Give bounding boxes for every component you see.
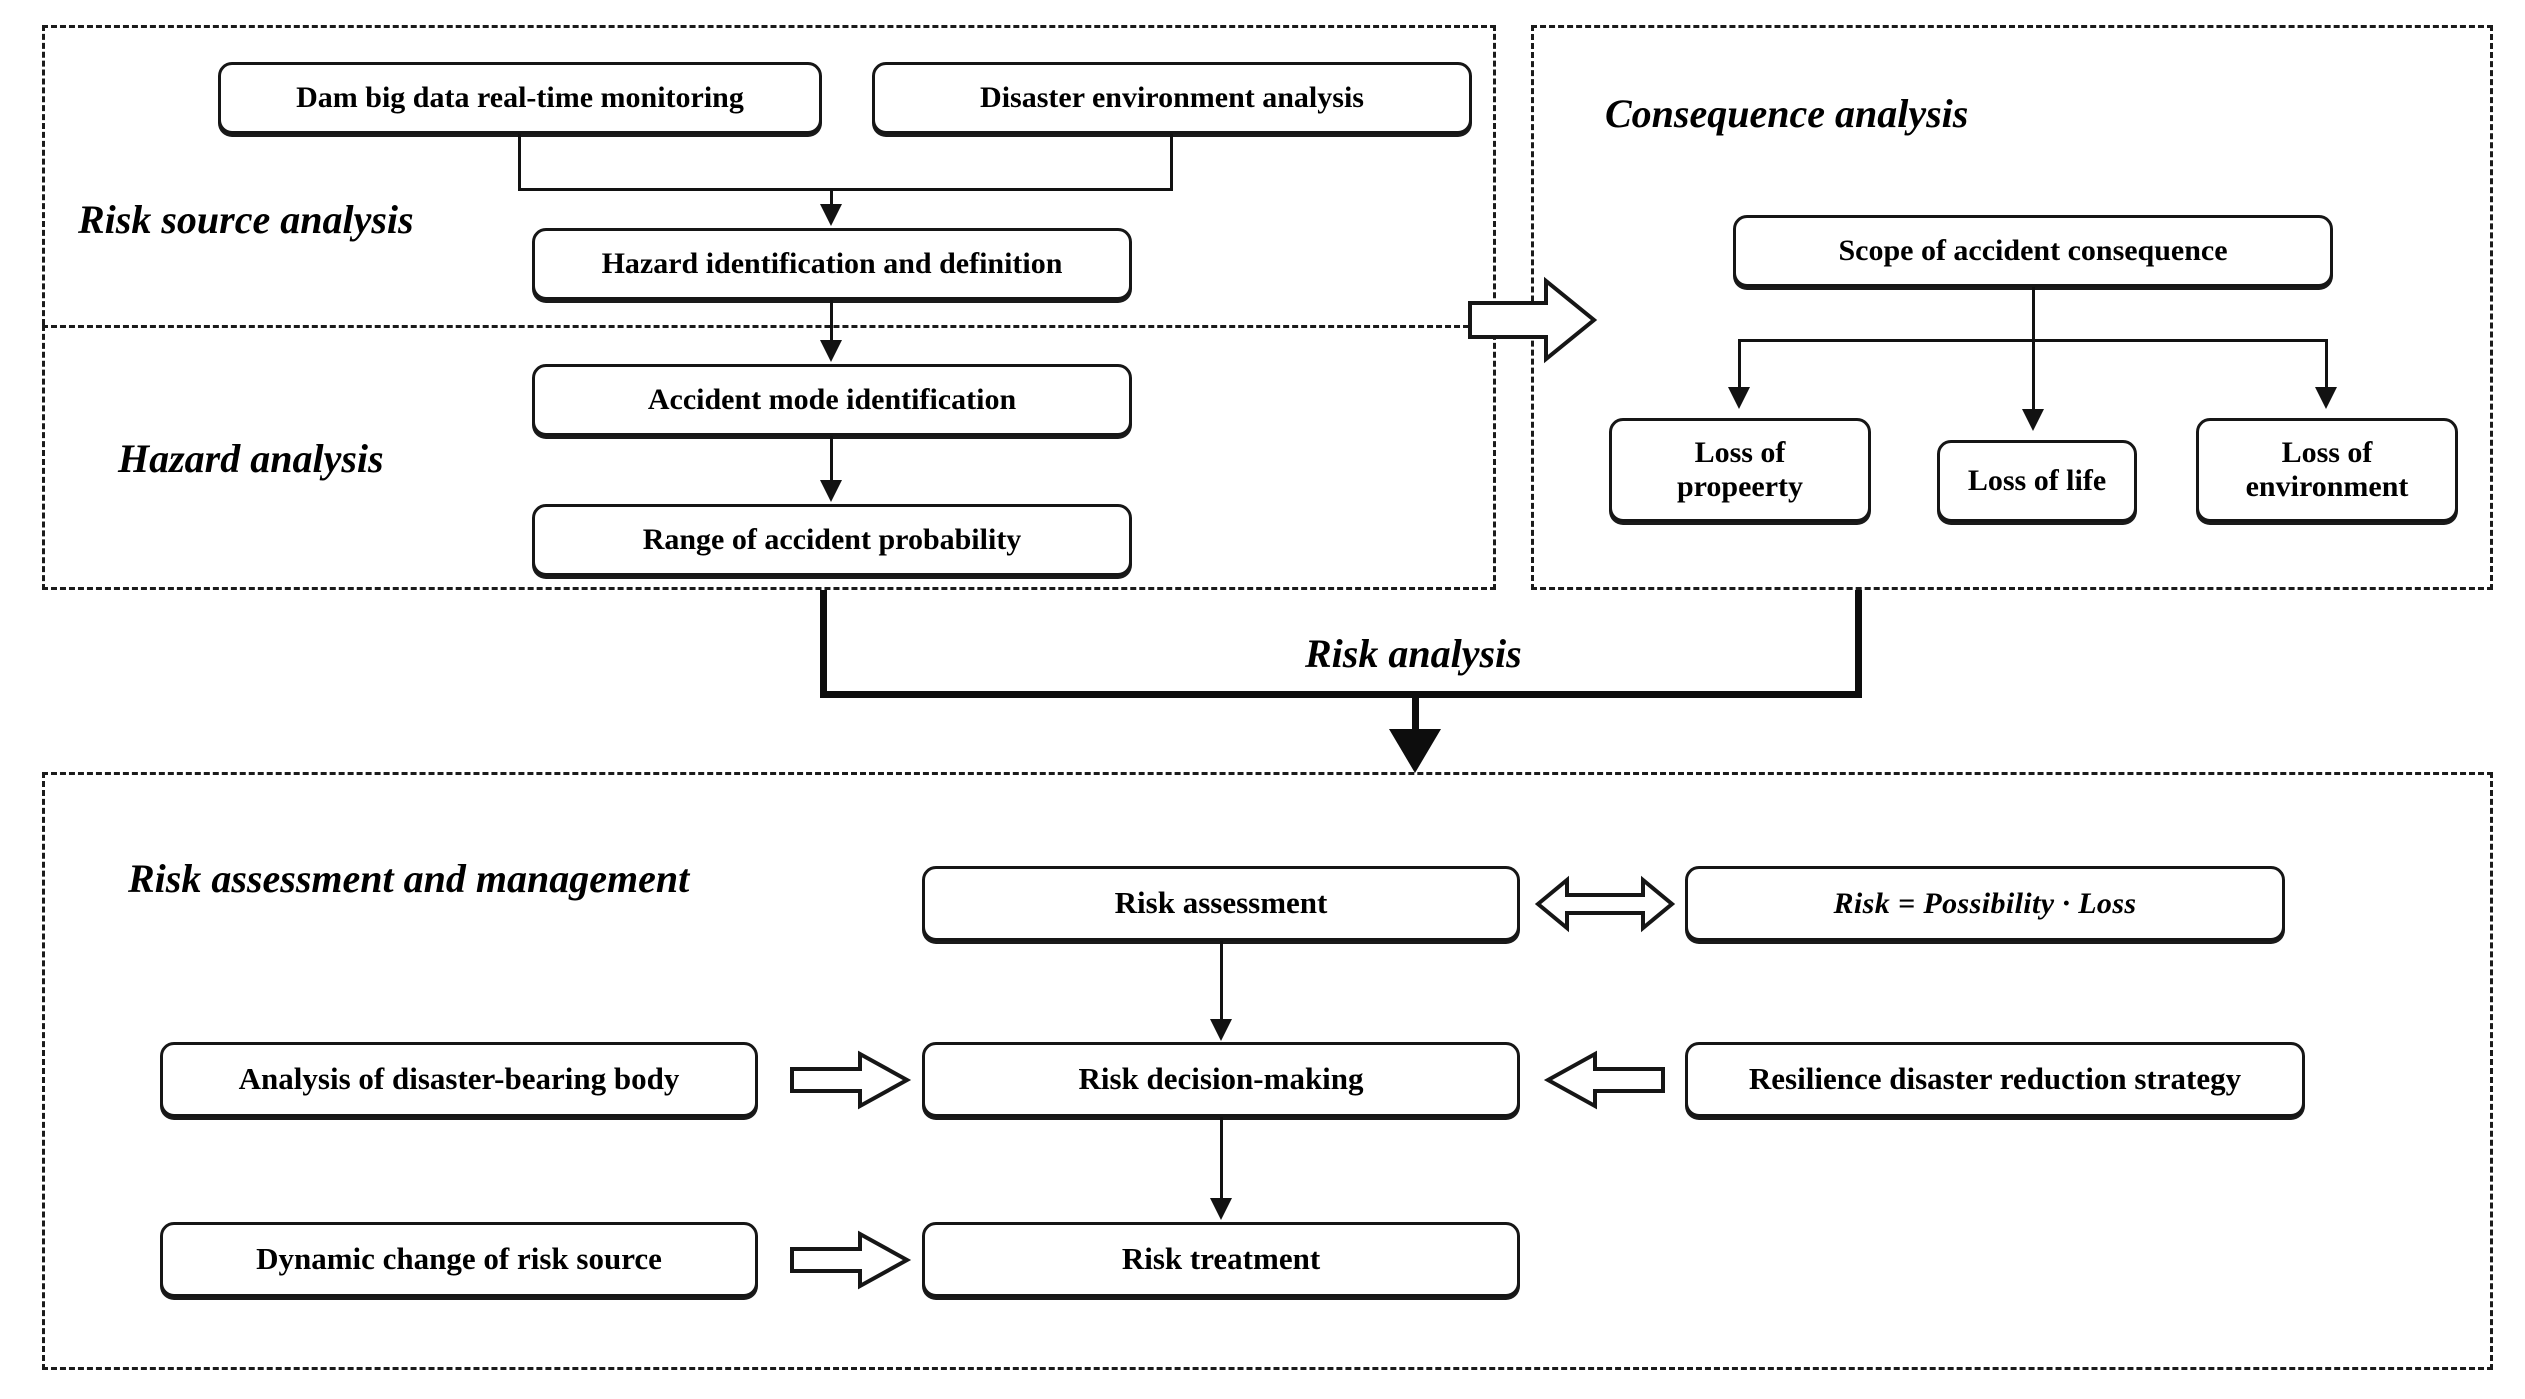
connector-line bbox=[830, 300, 833, 340]
node-label: Scope of accident consequence bbox=[1838, 234, 2228, 268]
node-label: Risk assessment bbox=[1114, 885, 1328, 921]
node-label: Risk decision-making bbox=[1078, 1061, 1364, 1097]
arrow-head-down-icon bbox=[1210, 1198, 1232, 1220]
connector-line bbox=[2325, 339, 2328, 387]
block-arrow-right-bearing-to-decision-icon bbox=[790, 1050, 912, 1110]
node-label: Loss of life bbox=[1967, 464, 2107, 498]
connector-line bbox=[1738, 339, 1741, 387]
node-risk-treatment[interactable]: Risk treatment bbox=[922, 1222, 1520, 1297]
arrow-head-down-icon bbox=[2022, 409, 2044, 431]
connector-line bbox=[2032, 287, 2035, 341]
arrow-head-down-icon bbox=[1728, 387, 1750, 409]
connector-line bbox=[1220, 1117, 1223, 1199]
node-label-line2: environment bbox=[2245, 470, 2409, 503]
node-dynamic-change-of-risk-source[interactable]: Dynamic change of risk source bbox=[160, 1222, 758, 1297]
caption-risk-analysis: Risk analysis bbox=[1305, 631, 1522, 676]
node-range-accident-probability[interactable]: Range of accident probability bbox=[532, 504, 1132, 576]
caption-risk-source-analysis: Risk source analysis bbox=[78, 197, 414, 242]
node-label-line1: Loss of bbox=[1694, 436, 1786, 470]
arrow-head-down-icon bbox=[820, 480, 842, 502]
connector-line-thick bbox=[1412, 691, 1419, 731]
node-label-line2: propeerty bbox=[1676, 470, 1804, 503]
block-arrow-right-dynamic-to-treatment-icon bbox=[790, 1230, 912, 1290]
connector-line-thick bbox=[1855, 590, 1862, 698]
block-arrow-double-assessment-formula-icon bbox=[1534, 875, 1676, 933]
node-risk-assessment[interactable]: Risk assessment bbox=[922, 866, 1520, 941]
arrow-head-down-icon bbox=[2315, 387, 2337, 409]
node-loss-of-life[interactable]: Loss of life bbox=[1937, 440, 2137, 522]
node-analysis-disaster-bearing-body[interactable]: Analysis of disaster-bearing body bbox=[160, 1042, 758, 1117]
connector-line-thick bbox=[820, 590, 827, 698]
connector-line bbox=[518, 134, 521, 190]
connector-line bbox=[2032, 339, 2035, 409]
connector-line bbox=[1170, 134, 1173, 190]
node-label: Disaster environment analysis bbox=[980, 81, 1364, 115]
arrow-head-down-thick-icon bbox=[1389, 729, 1441, 773]
node-label: Analysis of disaster-bearing body bbox=[238, 1061, 680, 1097]
node-disaster-environment-analysis[interactable]: Disaster environment analysis bbox=[872, 62, 1472, 134]
caption-hazard-analysis: Hazard analysis bbox=[118, 436, 384, 481]
node-label: Hazard identification and definition bbox=[601, 247, 1063, 281]
connector-line bbox=[518, 188, 1173, 191]
arrow-head-down-icon bbox=[1210, 1019, 1232, 1041]
panel-risk-assessment-management bbox=[42, 772, 2493, 1370]
node-label: Dam big data real-time monitoring bbox=[296, 81, 744, 115]
node-hazard-identification[interactable]: Hazard identification and definition bbox=[532, 228, 1132, 300]
node-resilience-disaster-reduction-strategy[interactable]: Resilience disaster reduction strategy bbox=[1685, 1042, 2305, 1117]
node-loss-of-property[interactable]: Loss of propeerty bbox=[1609, 418, 1871, 522]
connector-line bbox=[830, 436, 833, 480]
connector-line bbox=[830, 188, 833, 206]
panel-risk-source-analysis bbox=[42, 25, 1496, 325]
node-label: Range of accident probability bbox=[642, 523, 1022, 557]
node-scope-of-accident-consequence[interactable]: Scope of accident consequence bbox=[1733, 215, 2333, 287]
node-dam-big-data-monitoring[interactable]: Dam big data real-time monitoring bbox=[218, 62, 822, 134]
panel-hazard-analysis bbox=[42, 325, 1496, 590]
node-risk-formula[interactable]: Risk = Possibility · Loss bbox=[1685, 866, 2285, 941]
arrow-head-down-icon bbox=[820, 204, 842, 226]
node-accident-mode-identification[interactable]: Accident mode identification bbox=[532, 364, 1132, 436]
node-loss-of-environment[interactable]: Loss of environment bbox=[2196, 418, 2458, 522]
arrow-head-down-icon bbox=[820, 340, 842, 362]
connector-line bbox=[1220, 941, 1223, 1020]
block-arrow-left-resilience-to-decision-icon bbox=[1543, 1050, 1665, 1110]
node-label-line1: Loss of bbox=[2281, 436, 2373, 470]
block-arrow-right-to-consequence-icon bbox=[1468, 276, 1598, 364]
node-risk-decision-making[interactable]: Risk decision-making bbox=[922, 1042, 1520, 1117]
caption-risk-assessment-management: Risk assessment and management bbox=[128, 856, 690, 901]
node-label: Dynamic change of risk source bbox=[256, 1241, 662, 1277]
node-label: Risk = Possibility · Loss bbox=[1833, 886, 2137, 920]
connector-line-thick bbox=[820, 691, 1862, 698]
node-label: Risk treatment bbox=[1121, 1241, 1321, 1277]
caption-consequence-analysis: Consequence analysis bbox=[1605, 91, 1969, 136]
node-label: Resilience disaster reduction strategy bbox=[1748, 1061, 2242, 1097]
node-label: Accident mode identification bbox=[647, 383, 1017, 417]
